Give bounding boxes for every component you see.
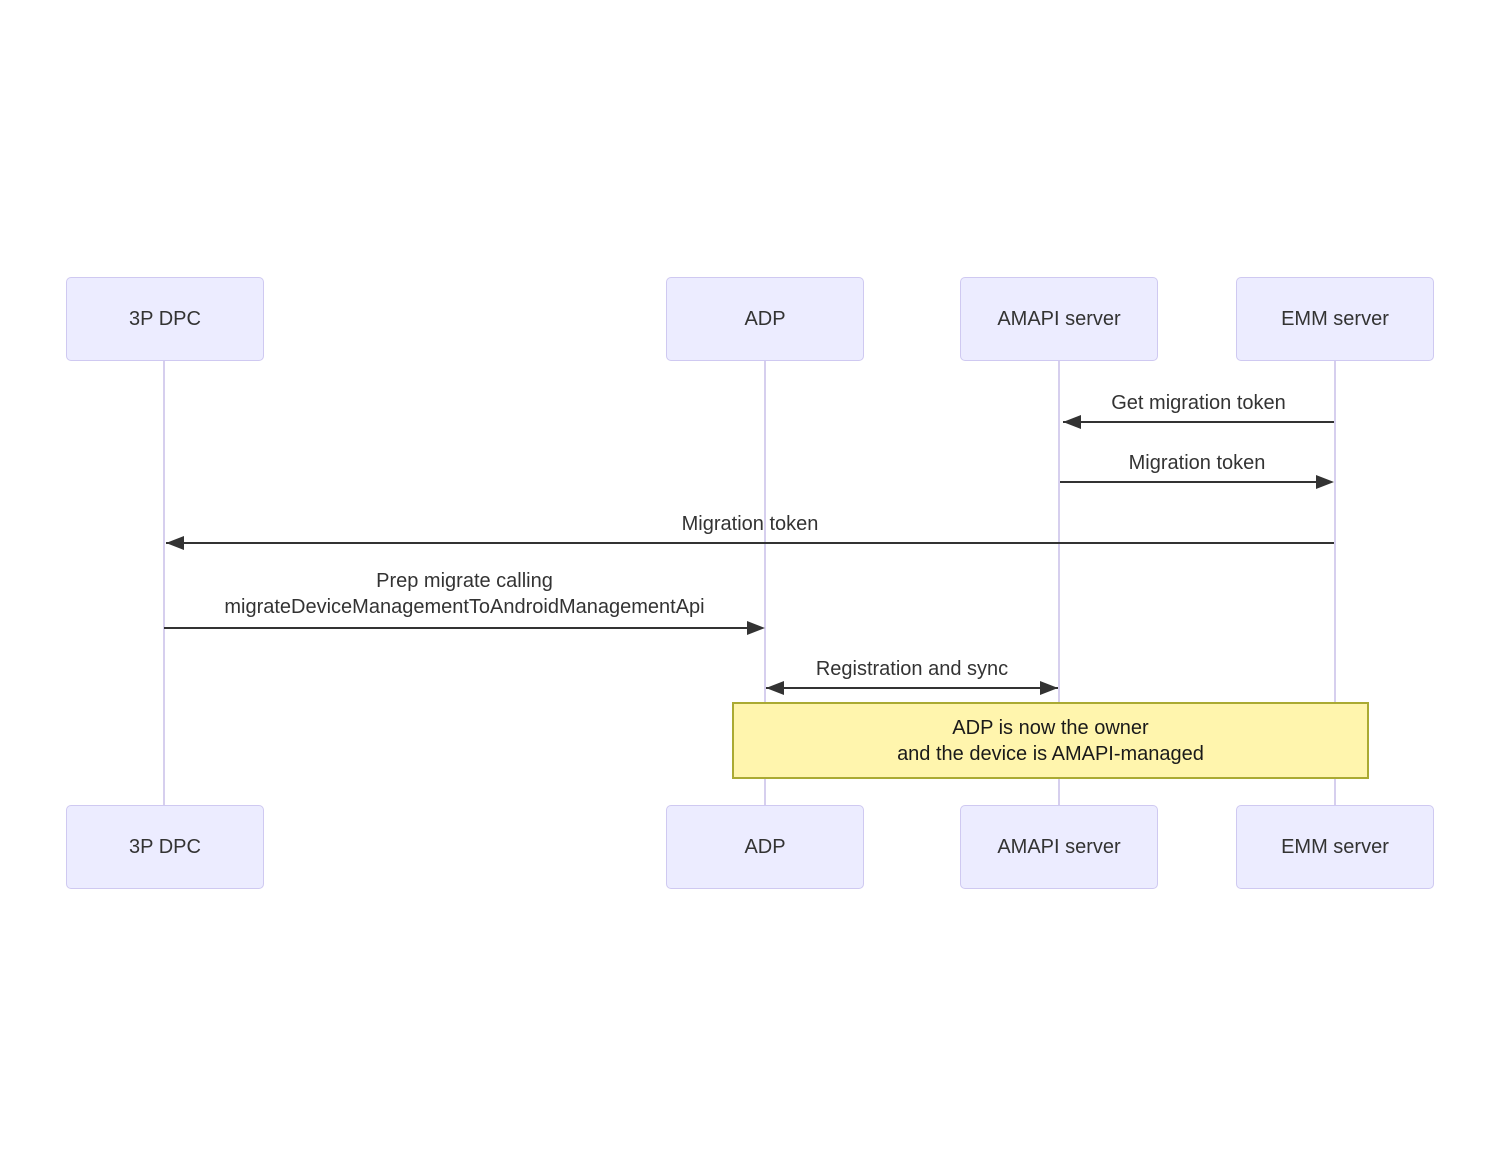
arrowhead-left-icon bbox=[766, 681, 784, 695]
lifeline-emm-server bbox=[1334, 360, 1336, 806]
actor-label: ADP bbox=[744, 835, 786, 858]
lifeline-amapi-server bbox=[1058, 360, 1060, 806]
arrowhead-right-icon bbox=[1316, 475, 1334, 489]
actor-label: 3P DPC bbox=[129, 835, 201, 858]
actor-bottom-amapi-server: AMAPI server bbox=[960, 805, 1158, 889]
actor-label: AMAPI server bbox=[997, 835, 1121, 858]
message-line bbox=[1063, 421, 1334, 423]
actor-top-amapi-server: AMAPI server bbox=[960, 277, 1158, 361]
actor-label: EMM server bbox=[1281, 835, 1389, 858]
message-line bbox=[166, 542, 1334, 544]
note-adp-owner: ADP is now the owner and the device is A… bbox=[732, 702, 1369, 779]
actor-top-emm-server: EMM server bbox=[1236, 277, 1434, 361]
message-label-line2: migrateDeviceManagementToAndroidManageme… bbox=[224, 596, 705, 618]
actor-top-3p-dpc: 3P DPC bbox=[66, 277, 264, 361]
message-label-prep-migrate: Prep migrate calling migrateDeviceManage… bbox=[164, 568, 765, 620]
lifeline-adp bbox=[764, 360, 766, 806]
message-line bbox=[766, 687, 1058, 689]
note-line2: and the device is AMAPI-managed bbox=[897, 742, 1204, 765]
arrowhead-left-icon bbox=[166, 536, 184, 550]
actor-label: ADP bbox=[744, 307, 786, 330]
message-line bbox=[1060, 481, 1318, 483]
actor-label: 3P DPC bbox=[129, 307, 201, 330]
lifeline-3p-dpc bbox=[163, 360, 165, 806]
arrowhead-right-icon bbox=[1040, 681, 1058, 695]
message-label-line1: Prep migrate calling bbox=[376, 570, 553, 592]
actor-bottom-3p-dpc: 3P DPC bbox=[66, 805, 264, 889]
arrowhead-left-icon bbox=[1063, 415, 1081, 429]
actor-label: AMAPI server bbox=[997, 307, 1121, 330]
actor-label: EMM server bbox=[1281, 307, 1389, 330]
note-line1: ADP is now the owner bbox=[952, 716, 1149, 739]
actor-bottom-adp: ADP bbox=[666, 805, 864, 889]
actor-bottom-emm-server: EMM server bbox=[1236, 805, 1434, 889]
message-label-get-migration-token: Get migration token bbox=[1111, 392, 1286, 414]
actor-top-adp: ADP bbox=[666, 277, 864, 361]
arrowhead-right-icon bbox=[747, 621, 765, 635]
message-label-migration-token-to-emm: Migration token bbox=[1128, 452, 1266, 474]
message-line bbox=[164, 627, 747, 629]
message-label-registration-and-sync: Registration and sync bbox=[815, 658, 1009, 680]
message-label-migration-token-to-dpc: Migration token bbox=[681, 513, 819, 535]
